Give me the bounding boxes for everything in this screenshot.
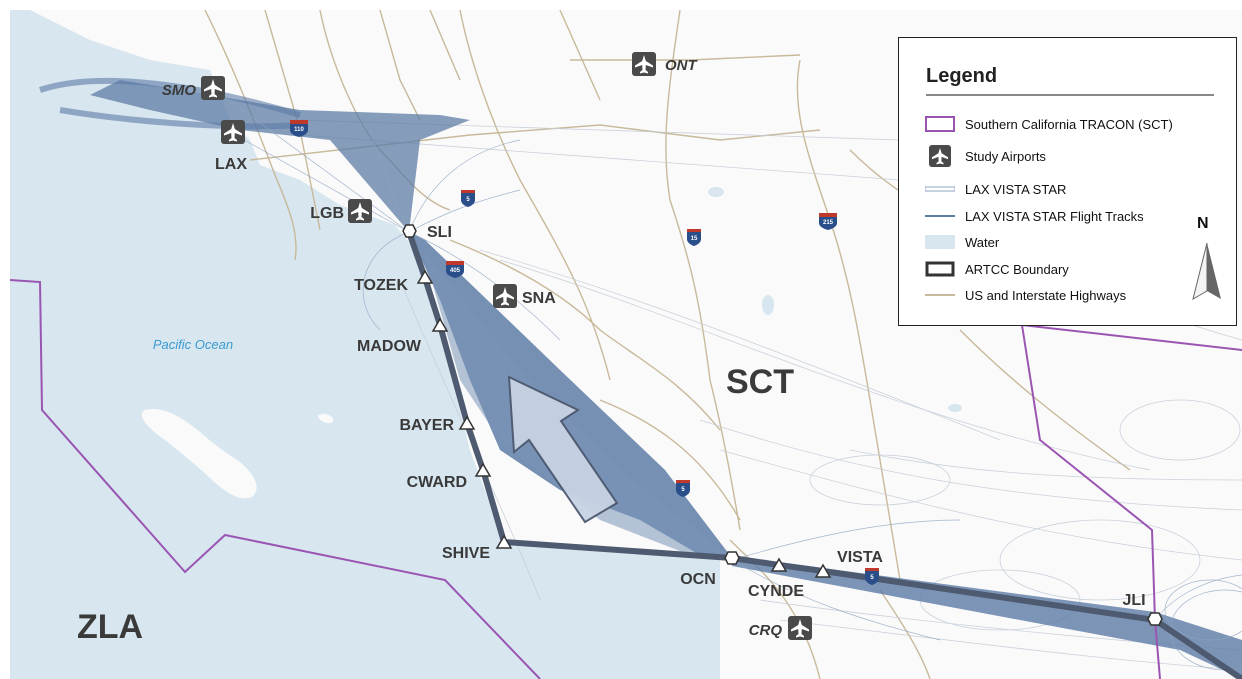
airport-icon (923, 145, 957, 167)
tracon-box-icon (923, 114, 957, 134)
airport-icon (493, 284, 517, 308)
waypoint-triangle-icon (770, 557, 788, 572)
waypoint-hexagon-icon (724, 551, 740, 565)
highways (204, 10, 1131, 679)
legend-label: US and Interstate Highways (965, 287, 1127, 303)
waypoint-triangle-icon (458, 415, 476, 430)
north-arrow: N (1191, 213, 1231, 303)
airport-icon (632, 52, 656, 76)
legend-label: Southern California TRACON (SCT) (965, 116, 1173, 132)
legend-item-artcc: ARTCC Boundary (923, 259, 1069, 279)
waypoint-label: TOZEK (354, 277, 408, 294)
waypoint-hexagon-icon (1147, 612, 1163, 626)
airport-icon (221, 120, 245, 144)
airport-label: SMO (162, 82, 197, 99)
map-labels: SMO LAX LGB SNA ONT CRQ SLI TOZEK MADOW … (77, 57, 1146, 646)
waypoint-label: SLI (427, 224, 452, 241)
waypoint-label: SHIVE (442, 545, 490, 562)
legend-item-flight-tracks: LAX VISTA STAR Flight Tracks (923, 206, 1144, 226)
north-arrow-icon (1192, 242, 1221, 301)
shield-label: 215 (823, 220, 834, 226)
legend-panel: Legend Southern California TRACON (SCT) … (898, 37, 1237, 326)
airport-label: ONT (665, 57, 699, 74)
ocean-area (10, 10, 720, 679)
waypoint-markers (402, 224, 1163, 626)
waypoint-triangle-icon (416, 269, 434, 284)
legend-label: Water (965, 234, 1000, 250)
shield-label: 5 (681, 487, 685, 493)
airport-icon (201, 76, 225, 100)
water-box-icon (923, 232, 957, 252)
waypoint-label: CYNDE (748, 583, 804, 600)
region-label-sct: SCT (726, 363, 794, 401)
shield-label: 5 (466, 197, 470, 203)
waypoint-triangle-icon (474, 462, 492, 477)
airport-label: LGB (310, 205, 344, 222)
waypoint-label: OCN (680, 571, 716, 588)
airport-icon (788, 616, 812, 640)
waypoint-label: JLI (1122, 592, 1145, 609)
waypoint-label: VISTA (837, 549, 883, 566)
legend-item-highways: US and Interstate Highways (923, 285, 1126, 305)
shield-label: 15 (691, 236, 698, 242)
artcc-box-icon (923, 259, 957, 279)
waypoint-triangle-icon (495, 534, 513, 549)
region-label-zla: ZLA (77, 608, 143, 646)
waypoint-label: MADOW (357, 338, 422, 355)
legend-label: ARTCC Boundary (965, 261, 1069, 277)
shield-label: 110 (294, 127, 304, 133)
flight-track-line-icon (923, 206, 957, 226)
legend-title: Legend (926, 65, 998, 87)
ocean-label: Pacific Ocean (153, 337, 233, 352)
legend-label: LAX VISTA STAR (965, 181, 1067, 197)
highway-shields: 110 5 405 15 215 5 5 (290, 120, 879, 585)
legend-divider (926, 94, 1214, 96)
legend-item-star: LAX VISTA STAR (923, 179, 1066, 199)
flow-direction-arrow (507, 375, 619, 524)
waypoint-hexagon-icon (402, 224, 417, 238)
legend-item-water: Water (923, 232, 999, 252)
waypoint-triangle-icon (814, 563, 832, 578)
airport-icon (348, 199, 372, 223)
island (318, 413, 334, 424)
shield-label: 5 (870, 575, 874, 581)
legend-label: Study Airports (965, 148, 1046, 164)
highway-line-icon (923, 285, 957, 305)
legend-label: LAX VISTA STAR Flight Tracks (965, 208, 1144, 224)
legend-item-tracon: Southern California TRACON (SCT) (923, 114, 1173, 134)
north-label: N (1197, 215, 1209, 232)
waypoint-label: CWARD (407, 474, 467, 491)
shield-label: 405 (450, 268, 461, 274)
airport-label: SNA (522, 290, 556, 307)
sct-tracon-boundary (10, 279, 1242, 679)
island (141, 409, 257, 499)
legend-item-airports: Study Airports (923, 145, 1046, 167)
star-line-icon (923, 179, 957, 199)
waypoint-label: BAYER (399, 417, 454, 434)
airport-label: CRQ (749, 622, 783, 639)
waypoint-triangle-icon (431, 317, 449, 332)
airport-label: LAX (215, 156, 247, 173)
